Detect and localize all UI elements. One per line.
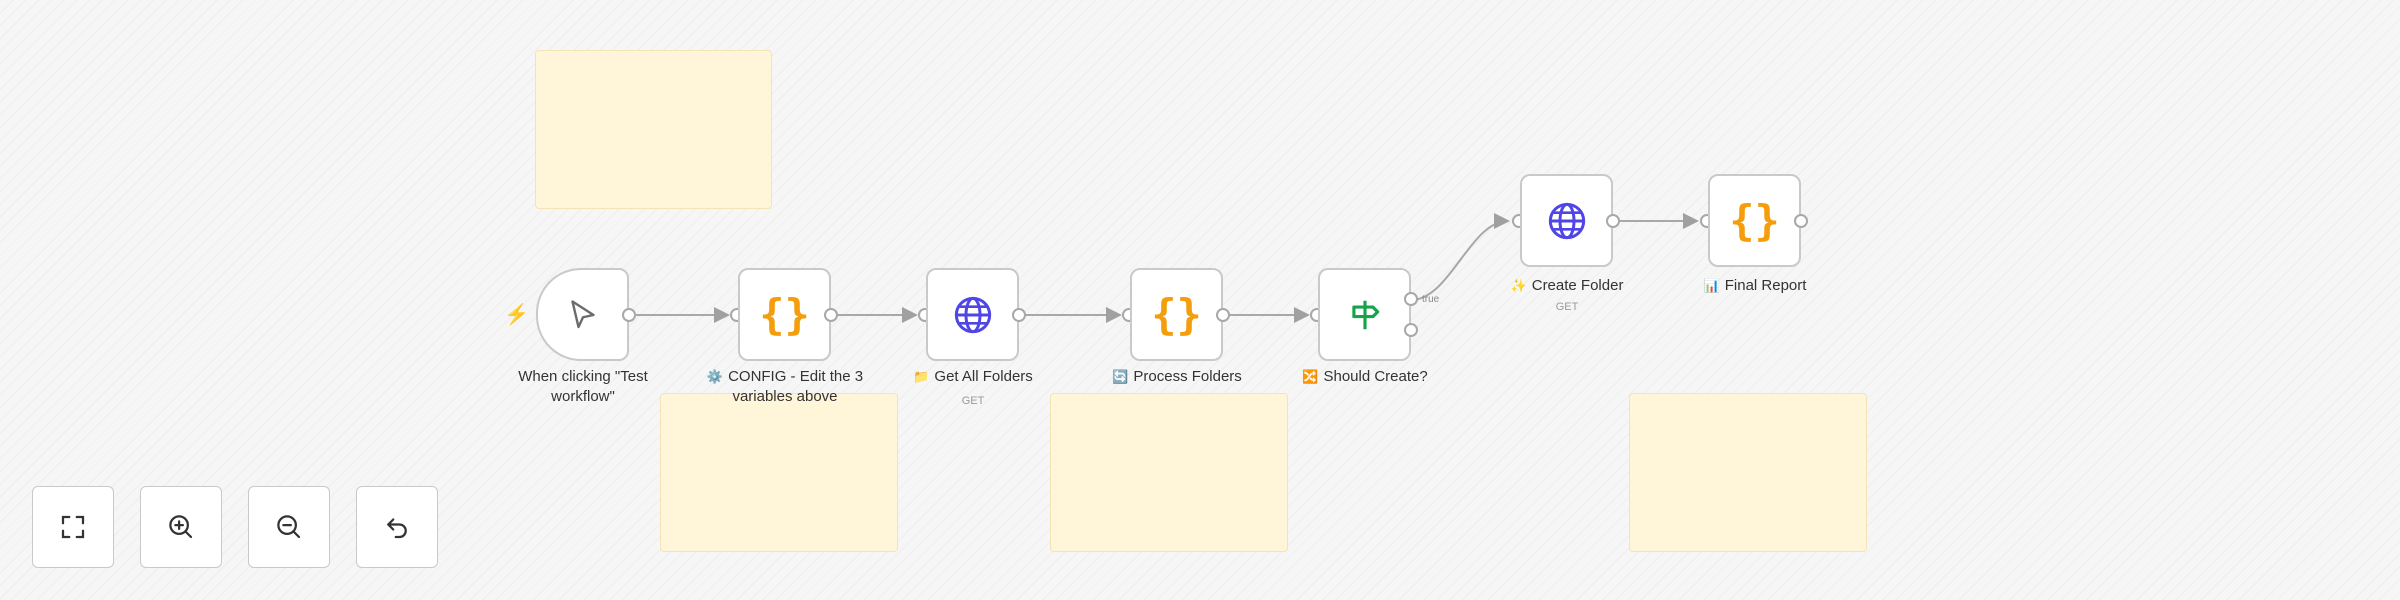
globe-icon — [954, 296, 991, 333]
http-method: GET — [961, 395, 985, 407]
http-method: GET — [1555, 301, 1579, 313]
node-label: 📁Get All Folders — [913, 368, 1033, 385]
code-braces-icon: {} — [1729, 195, 1780, 245]
code-braces-icon: {} — [1151, 289, 1202, 339]
node-manual-trigger[interactable] — [536, 268, 629, 361]
false-output-port[interactable] — [1404, 323, 1418, 337]
node-get-all-folders[interactable] — [926, 268, 1019, 361]
expand-icon — [61, 515, 85, 539]
true-output-port[interactable] — [1404, 292, 1418, 306]
cursor-icon — [570, 299, 595, 328]
node-label: ✨Create Folder — [1510, 277, 1624, 294]
node-final-report[interactable]: {} — [1708, 174, 1801, 267]
node-label: When clicking "Test workflow" — [518, 368, 648, 405]
undo-button[interactable] — [356, 486, 438, 568]
signpost-icon — [1351, 300, 1379, 329]
undo-icon — [387, 518, 407, 539]
node-label: 📊Final Report — [1703, 277, 1807, 294]
node-label: 🔄Process Folders — [1112, 368, 1242, 385]
node-process-folders[interactable]: {} — [1130, 268, 1223, 361]
sticky-note[interactable] — [660, 393, 898, 552]
node-create-folder[interactable] — [1520, 174, 1613, 267]
true-branch-label: true — [1422, 294, 1440, 305]
sparkles-icon: ✨ — [1510, 278, 1527, 293]
trigger-bolt-icon: ⚡ — [504, 304, 529, 326]
zoom-in-button[interactable] — [140, 486, 222, 568]
shuffle-icon: 🔀 — [1302, 369, 1319, 384]
zoom-in-icon — [169, 515, 193, 539]
globe-icon — [1548, 202, 1585, 239]
bar-chart-icon: 📊 — [1703, 278, 1720, 293]
node-label: ⚙️CONFIG - Edit the 3 variables above — [706, 368, 864, 405]
code-braces-icon: {} — [759, 289, 810, 339]
output-port[interactable] — [824, 308, 838, 322]
zoom-out-icon — [277, 515, 301, 539]
gear-icon: ⚙️ — [706, 369, 724, 384]
zoom-out-button[interactable] — [248, 486, 330, 568]
node-config[interactable]: {} — [738, 268, 831, 361]
refresh-icon: 🔄 — [1112, 369, 1129, 384]
output-port[interactable] — [1606, 214, 1620, 228]
output-port[interactable] — [1012, 308, 1026, 322]
sticky-note[interactable] — [1050, 393, 1288, 552]
node-should-create[interactable] — [1318, 268, 1411, 361]
fit-view-button[interactable] — [32, 486, 114, 568]
output-port[interactable] — [622, 308, 636, 322]
folder-icon: 📁 — [913, 369, 930, 384]
sticky-note[interactable] — [535, 50, 772, 209]
output-port[interactable] — [1794, 214, 1808, 228]
output-port[interactable] — [1216, 308, 1230, 322]
sticky-note[interactable] — [1629, 393, 1867, 552]
node-label: 🔀Should Create? — [1302, 368, 1428, 385]
